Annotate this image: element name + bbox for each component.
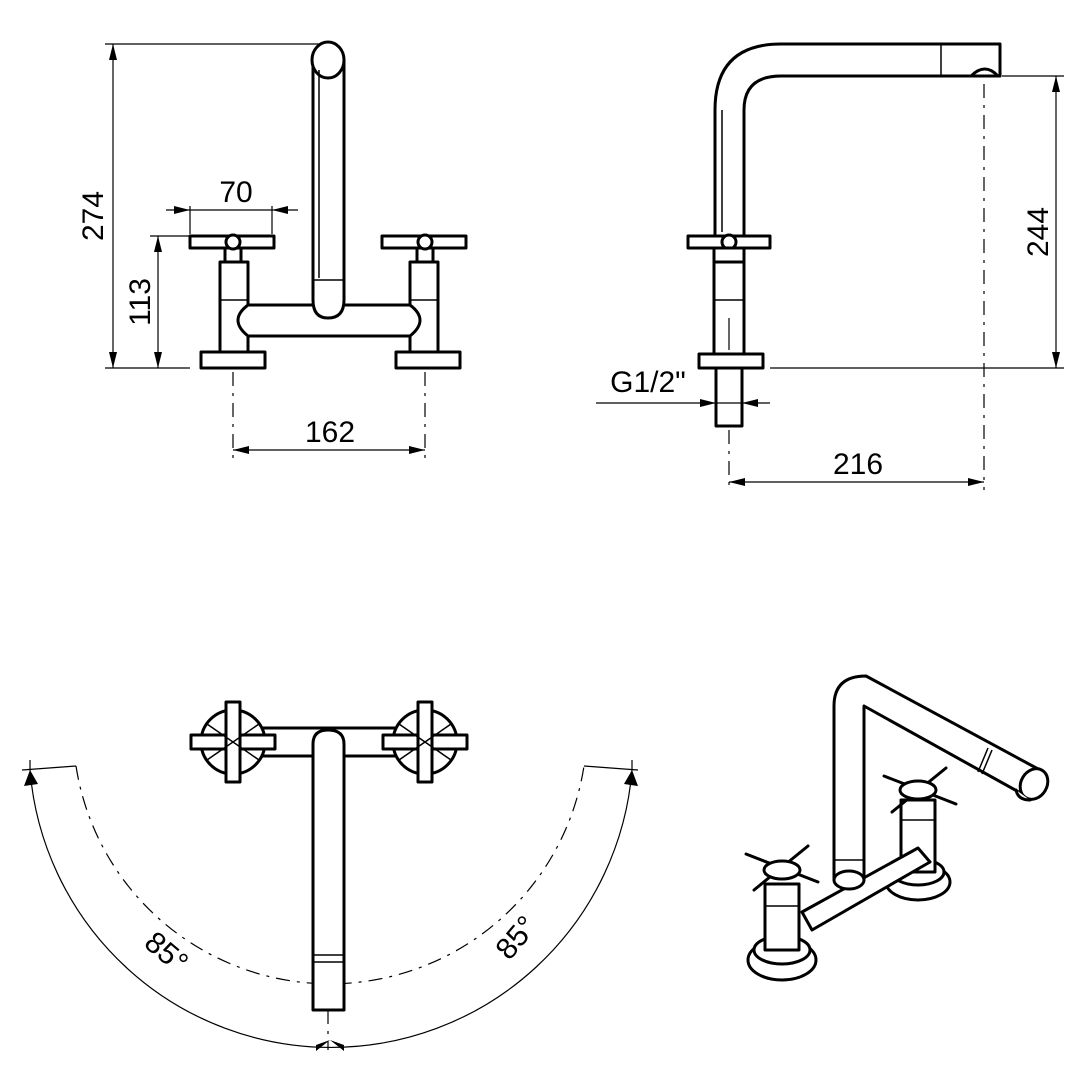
swivel-outer-arc	[29, 769, 633, 1048]
front-spout	[311, 58, 346, 320]
front-bridge	[236, 303, 422, 338]
dim-center-distance: 162	[305, 416, 355, 449]
isometric-view	[744, 674, 1050, 982]
front-view	[188, 40, 468, 370]
top-spout	[311, 728, 346, 1012]
front-right-handle	[380, 233, 468, 370]
front-left-handle	[188, 233, 276, 370]
dim-spout-reach: 216	[833, 448, 883, 481]
dim-connection-thread: G1/2"	[610, 366, 686, 399]
dim-height-total: 274	[77, 191, 110, 241]
swivel-right-angle: 85°	[489, 910, 543, 966]
front-dimensions: 274 113 70 162	[77, 43, 426, 458]
dim-height-outlet: 244	[1022, 207, 1055, 257]
swivel-left-angle: 85°	[138, 925, 194, 979]
dim-height-handles: 113	[124, 278, 157, 326]
iso-spout	[832, 674, 1042, 882]
side-view	[686, 42, 1002, 428]
side-dimensions: 244 G1/2" 216	[596, 75, 1064, 490]
top-view: 85° 85°	[21, 700, 639, 1051]
side-spout	[713, 42, 1002, 238]
dim-handle-width: 70	[219, 176, 252, 209]
